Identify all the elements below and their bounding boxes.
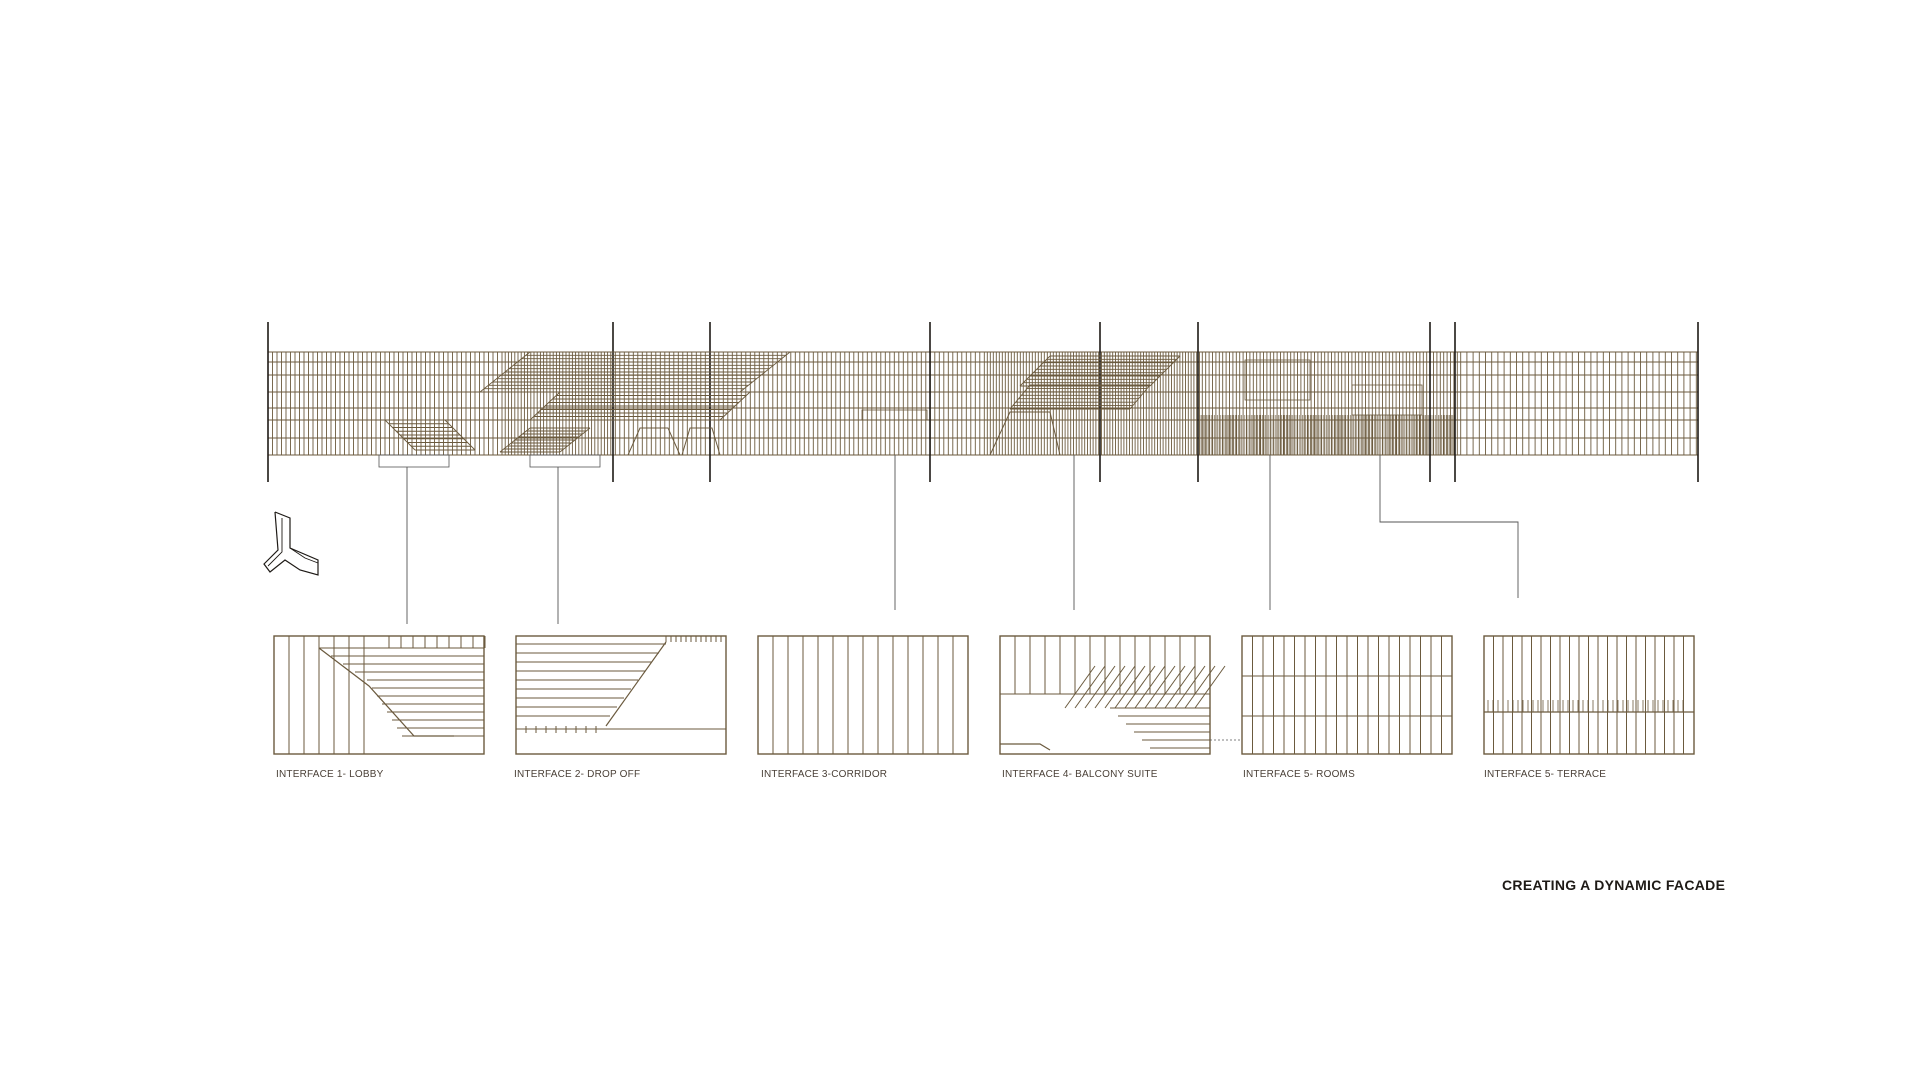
panel-label-rooms: INTERFACE 5- ROOMS: [1243, 769, 1355, 780]
interface-detail-panels: [273, 635, 1695, 755]
louver-edge: [1009, 384, 1031, 410]
opening: [989, 411, 1061, 456]
louver-edge: [1019, 355, 1051, 387]
callout-leader-lines: [406, 455, 1519, 624]
louver-edge: [1149, 355, 1181, 387]
diagram-title: CREATING A DYNAMIC FACADE: [1502, 877, 1726, 893]
plan-outline: [263, 511, 319, 576]
callout-box-drop-off: [529, 454, 601, 468]
panel-edge: [605, 641, 667, 727]
callout-box-terrace: [1351, 384, 1423, 416]
panel-louver-diag: [1084, 665, 1116, 709]
louver-edge: [499, 427, 531, 453]
panel-louver-diag: [1184, 665, 1216, 709]
panel-louver-diag: [1164, 665, 1196, 709]
plan-inner: [289, 547, 319, 564]
interface-panel-2: [515, 635, 727, 755]
panel-label-corridor: INTERFACE 3-CORRIDOR: [761, 769, 888, 780]
louver-edge: [529, 391, 561, 421]
louver-edge: [719, 391, 751, 421]
interface-panel-1: [273, 635, 485, 755]
louver-edge: [479, 351, 531, 393]
louver-edge: [384, 419, 416, 451]
panel-label-balcony-suite: INTERFACE 4- BALCONY SUITE: [1002, 769, 1158, 780]
panel-louver-diag: [1064, 665, 1096, 709]
louver-edge: [739, 351, 791, 393]
plan-inner: [267, 518, 283, 567]
opening: [681, 427, 721, 456]
facade-elevation-strip: [267, 322, 1699, 482]
panel-louver-diag: [1154, 665, 1186, 709]
panel-edge: [318, 647, 454, 737]
panel-louver-diag: [1074, 665, 1106, 709]
louver-edge: [444, 419, 476, 451]
panel-louver-diag: [1114, 665, 1146, 709]
panel-label-lobby: INTERFACE 1- LOBBY: [276, 769, 384, 780]
louver-edge: [559, 427, 591, 453]
panel-louver-diag: [1194, 665, 1226, 709]
callout-box-rooms: [1244, 359, 1311, 401]
panel-label-drop-off: INTERFACE 2- DROP OFF: [514, 769, 641, 780]
panel-louver-diag: [1094, 665, 1126, 709]
panel-louver-diag: [1124, 665, 1156, 709]
y-shaped-building-plan-icon: [263, 511, 319, 576]
louver-edge: [1129, 384, 1151, 410]
callout-box-lobby: [378, 454, 450, 468]
panel-louver-diag: [1104, 665, 1136, 709]
panel-edge: [1000, 743, 1051, 751]
panel-louver-diag: [1134, 665, 1166, 709]
callout-box-corridor: [861, 409, 928, 421]
panel-louver-diag: [1144, 665, 1176, 709]
leader-terrace: [1379, 455, 1519, 598]
panel-label-terrace: INTERFACE 5- TERRACE: [1484, 769, 1607, 780]
panel-louver-diag: [1174, 665, 1206, 709]
opening: [627, 427, 681, 456]
